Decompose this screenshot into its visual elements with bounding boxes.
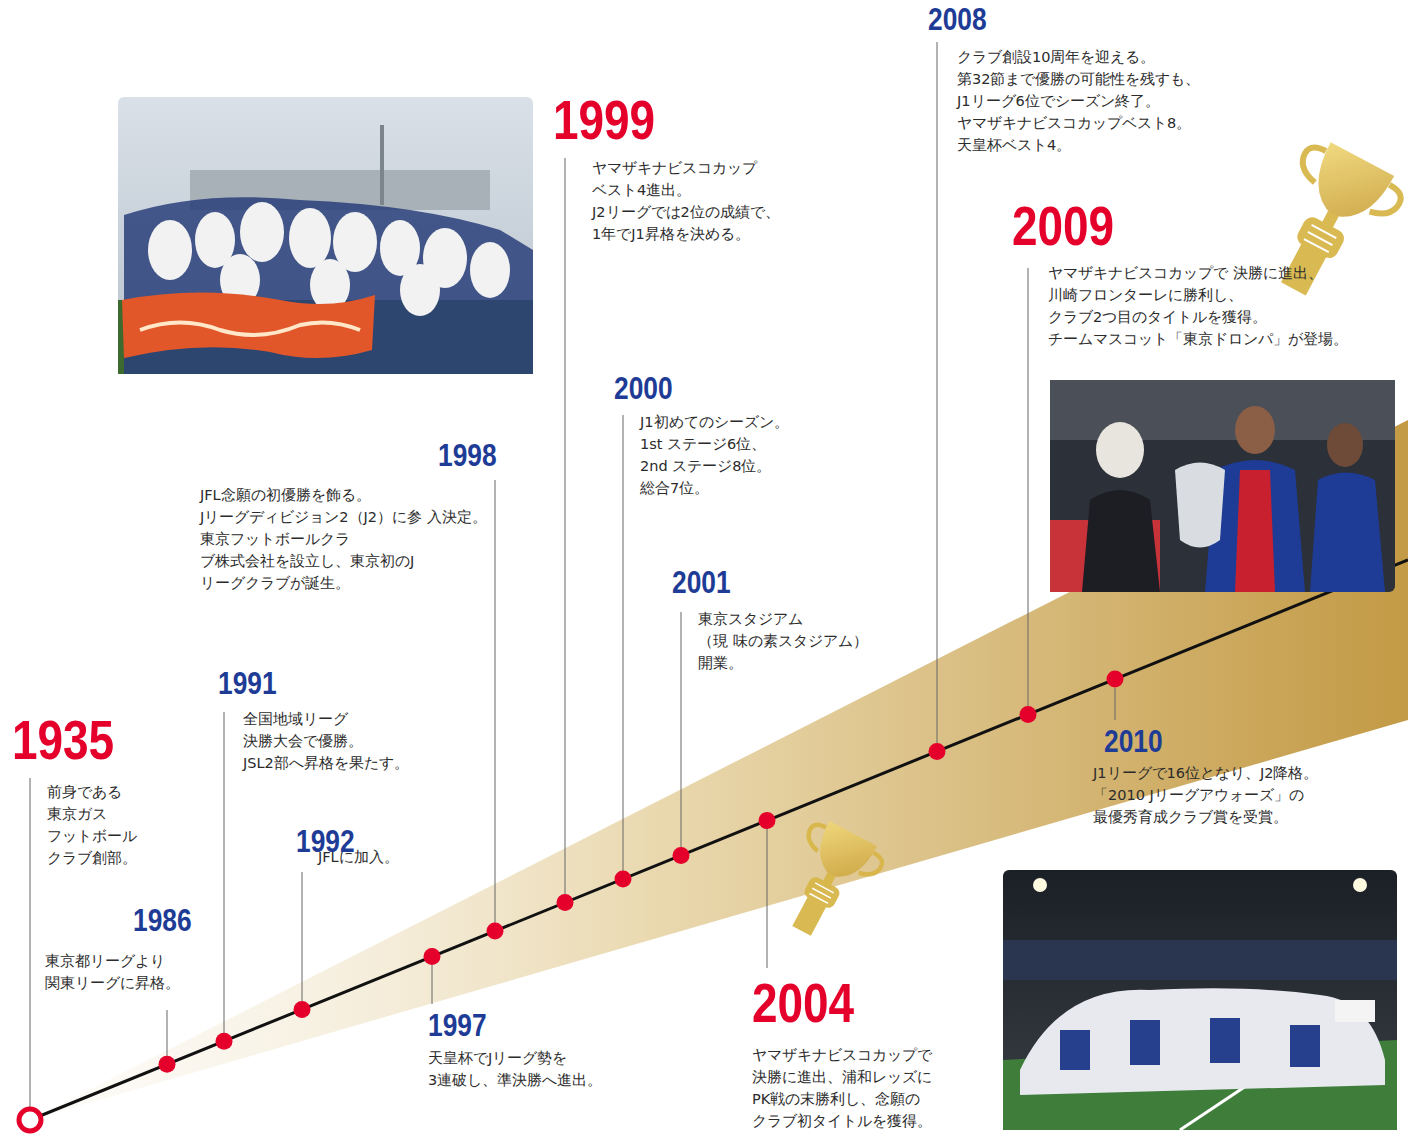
leader-line: [302, 872, 303, 1001]
event-text: 全国地域リーグ 決勝大会で優勝。 JSL2部へ昇格を果たす。: [243, 708, 418, 774]
year-dot: [929, 743, 946, 760]
event-text: 天皇杯でJリーグ勢を 3連破し、準決勝へ進出。: [428, 1047, 618, 1091]
photo-stands: [1003, 940, 1397, 980]
leader-line: [623, 415, 624, 871]
gold-wedge: [30, 420, 1408, 1120]
photo-pole: [380, 125, 384, 205]
year-dot: [216, 1033, 233, 1050]
event-text: J1リーグで16位となり、J2降格。 「2010 Jリーグアウォーズ」の 最優秀…: [1093, 762, 1343, 828]
photo-head: [1096, 422, 1144, 478]
photo-sign: [1335, 1000, 1375, 1022]
leader-lines: [30, 42, 1115, 1107]
year-dot: [557, 894, 574, 911]
photo-head: [1327, 423, 1363, 467]
event-text: 前身である 東京ガス フットボール クラブ創部。: [47, 781, 147, 869]
year-label: 2008: [928, 4, 987, 35]
year-label: 2000: [614, 373, 673, 404]
event-text: 東京スタジアム （現 味の素スタジアム） 開業。: [698, 608, 883, 674]
leader-line: [432, 965, 433, 1004]
photo-frame: [1003, 870, 1397, 1130]
year-dots: [159, 671, 1124, 1073]
trophy-icon: [1246, 134, 1408, 314]
leader-line: [224, 712, 225, 1033]
event-text: JFL念願の初優勝を飾る。 Jリーグディビジョン2（J2）に参 入決定。東京フッ…: [200, 484, 492, 594]
year-dot: [294, 1001, 311, 1018]
leader-line: [767, 829, 768, 968]
event-text: 東京都リーグより 関東リーグに昇格。: [45, 950, 190, 994]
team-photo: [118, 97, 533, 374]
leader-line: [495, 480, 496, 923]
photo-cup: [1175, 463, 1225, 548]
year-dot: [673, 847, 690, 864]
year-label: 1999: [553, 92, 655, 148]
event-text: ヤマザキナビスコカップで 決勝に進出、浦和レッズに PK戦の末勝利し、念願の ク…: [752, 1044, 947, 1132]
year-dot: [424, 948, 441, 965]
year-dot: [487, 923, 504, 940]
photo-team-shade: [1060, 1018, 1320, 1070]
photo-light: [1033, 878, 1047, 892]
photo-frame: [1050, 380, 1395, 592]
year-label: 1935: [12, 712, 114, 768]
year-label: 1986: [133, 905, 192, 936]
photo-banner: [122, 293, 375, 359]
trophy-icon: [766, 815, 888, 950]
year-label: 1998: [438, 440, 497, 471]
trophy-photo: [1050, 380, 1395, 592]
year-dot: [159, 1056, 176, 1073]
leader-line: [937, 42, 938, 743]
winners-photo: [1003, 870, 1397, 1130]
event-text: クラブ創設10周年を迎える。 第32節まで優勝の可能性を残すも、 J1リーグ6位…: [957, 46, 1215, 156]
year-label: 1997: [428, 1010, 487, 1041]
event-text: J1初めてのシーズン。 1st ステージ6位、 2nd ステージ8位。 総合7位…: [640, 411, 805, 499]
timeline-axis: [30, 560, 1408, 1120]
photo-kit: [1310, 473, 1385, 593]
year-dot: [1020, 706, 1037, 723]
year-label: 2001: [672, 567, 731, 598]
photo-light: [1353, 878, 1367, 892]
year-label: 2010: [1104, 726, 1163, 757]
photo-suit: [1082, 490, 1160, 592]
year-label: 2009: [1012, 198, 1114, 254]
year-dot: [759, 812, 776, 829]
banner-script: [140, 322, 360, 335]
event-text: ヤマザキナビスコカップで 決勝に進出、川崎フロンターレに勝利し、 クラブ2つ目の…: [1048, 262, 1358, 350]
photo-kit-stripe: [1235, 470, 1275, 592]
leader-line: [30, 778, 31, 1107]
year-dot: [1107, 671, 1124, 688]
start-ring: [19, 1109, 41, 1131]
year-label: 1991: [218, 668, 277, 699]
leader-line: [1115, 688, 1116, 720]
leader-line: [1028, 268, 1029, 706]
leader-line: [167, 1010, 168, 1056]
event-text: ヤマザキナビスコカップ ベスト4進出。 J2リーグでは2位の成績で、 1年でJ1…: [592, 157, 807, 245]
year-label: 2004: [752, 975, 854, 1031]
year-dot: [615, 871, 632, 888]
event-text: JFLに加入。: [318, 846, 448, 868]
photo-team: [1020, 988, 1385, 1095]
leader-line: [565, 158, 566, 894]
leader-line: [681, 612, 682, 847]
photo-head: [1235, 406, 1275, 454]
photo-frame: [118, 97, 533, 374]
